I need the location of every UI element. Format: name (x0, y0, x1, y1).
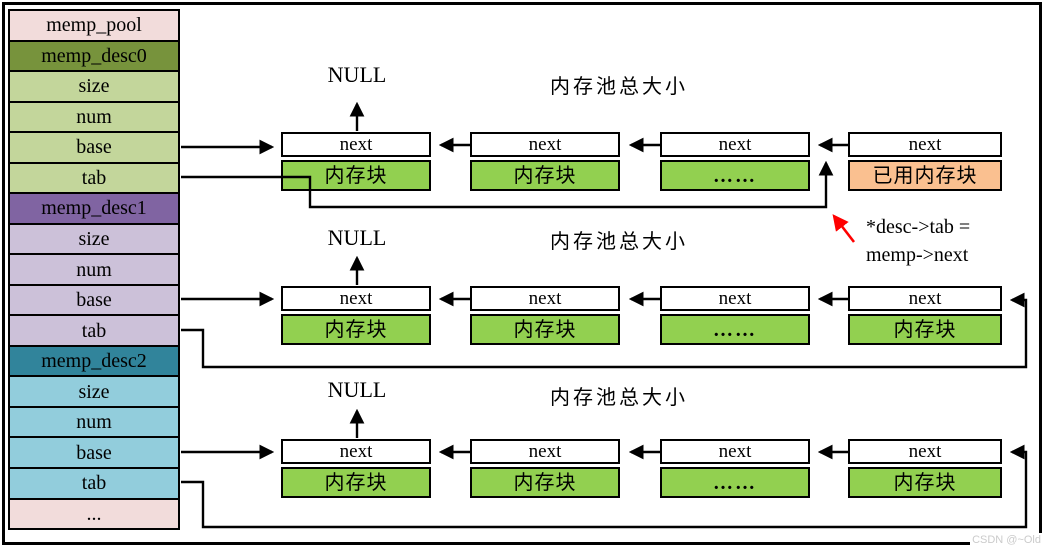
pool2-node0-block: 内存块 (281, 467, 431, 498)
pool1-node3-next: next (848, 286, 1002, 311)
annotation-red-arrow (832, 214, 856, 243)
pool1-node1-block: 内存块 (470, 314, 620, 345)
pool1-node2-block: …… (660, 314, 810, 345)
cell-desc0-base: base (10, 131, 178, 162)
cell-desc2-tab: tab (10, 466, 178, 498)
tab-annotation-line2: memp->next (866, 244, 969, 266)
pool-size-label-pool2: 内存池总大小 (550, 387, 688, 409)
cell-memp-desc1: memp_desc1 (10, 192, 178, 223)
null-label-pool0: NULL (327, 62, 387, 87)
pool0-node3-block-used: 已用内存块 (848, 160, 1002, 191)
pool2-node2-block: …… (660, 467, 810, 498)
pool-size-label-pool0: 内存池总大小 (550, 76, 688, 98)
tab-annotation: *desc->tab = memp->next (866, 213, 970, 269)
pool1-node2-next: next (660, 286, 810, 311)
pool2-node3-block: 内存块 (848, 467, 1002, 498)
cell-desc1-num: num (10, 253, 178, 284)
cell-desc2-base: base (10, 436, 178, 467)
pool1-node0-next: next (281, 286, 431, 311)
pool0-node1-block: 内存块 (470, 160, 620, 191)
cell-memp-desc2: memp_desc2 (10, 344, 178, 376)
pool0-node2-next: next (660, 132, 810, 157)
cell-desc0-num: num (10, 100, 178, 132)
pool2-node0-next: next (281, 439, 431, 464)
cell-desc1-base: base (10, 283, 178, 315)
null-label-pool1: NULL (327, 225, 387, 250)
pool0-node1-next: next (470, 132, 620, 157)
cell-ellipsis: ... (10, 497, 178, 529)
memp-struct-table: memp_pool memp_desc0 size num base tab m… (8, 9, 180, 530)
pool0-node3-next: next (848, 132, 1002, 157)
cell-desc2-size: size (10, 375, 178, 406)
cell-desc0-tab: tab (10, 161, 178, 193)
pool2-node1-block: 内存块 (470, 467, 620, 498)
watermark: CSDN @~Old (970, 533, 1043, 547)
cell-memp-pool: memp_pool (10, 11, 178, 40)
pool0-node2-block: …… (660, 160, 810, 191)
pool0-node0-next: next (281, 132, 431, 157)
pool2-node1-next: next (470, 439, 620, 464)
cell-memp-desc0: memp_desc0 (10, 39, 178, 71)
cell-desc0-size: size (10, 70, 178, 101)
cell-desc2-num: num (10, 405, 178, 437)
pool1-node3-block: 内存块 (848, 314, 1002, 345)
pool0-node0-block: 内存块 (281, 160, 431, 191)
pool1-node1-next: next (470, 286, 620, 311)
cell-desc1-size: size (10, 222, 178, 254)
cell-desc1-tab: tab (10, 314, 178, 345)
pool2-node3-next: next (848, 439, 1002, 464)
pool2-node2-next: next (660, 439, 810, 464)
pool1-node0-block: 内存块 (281, 314, 431, 345)
null-label-pool2: NULL (327, 377, 387, 402)
pool-size-label-pool1: 内存池总大小 (550, 231, 688, 253)
tab-annotation-line1: *desc->tab = (866, 216, 971, 238)
